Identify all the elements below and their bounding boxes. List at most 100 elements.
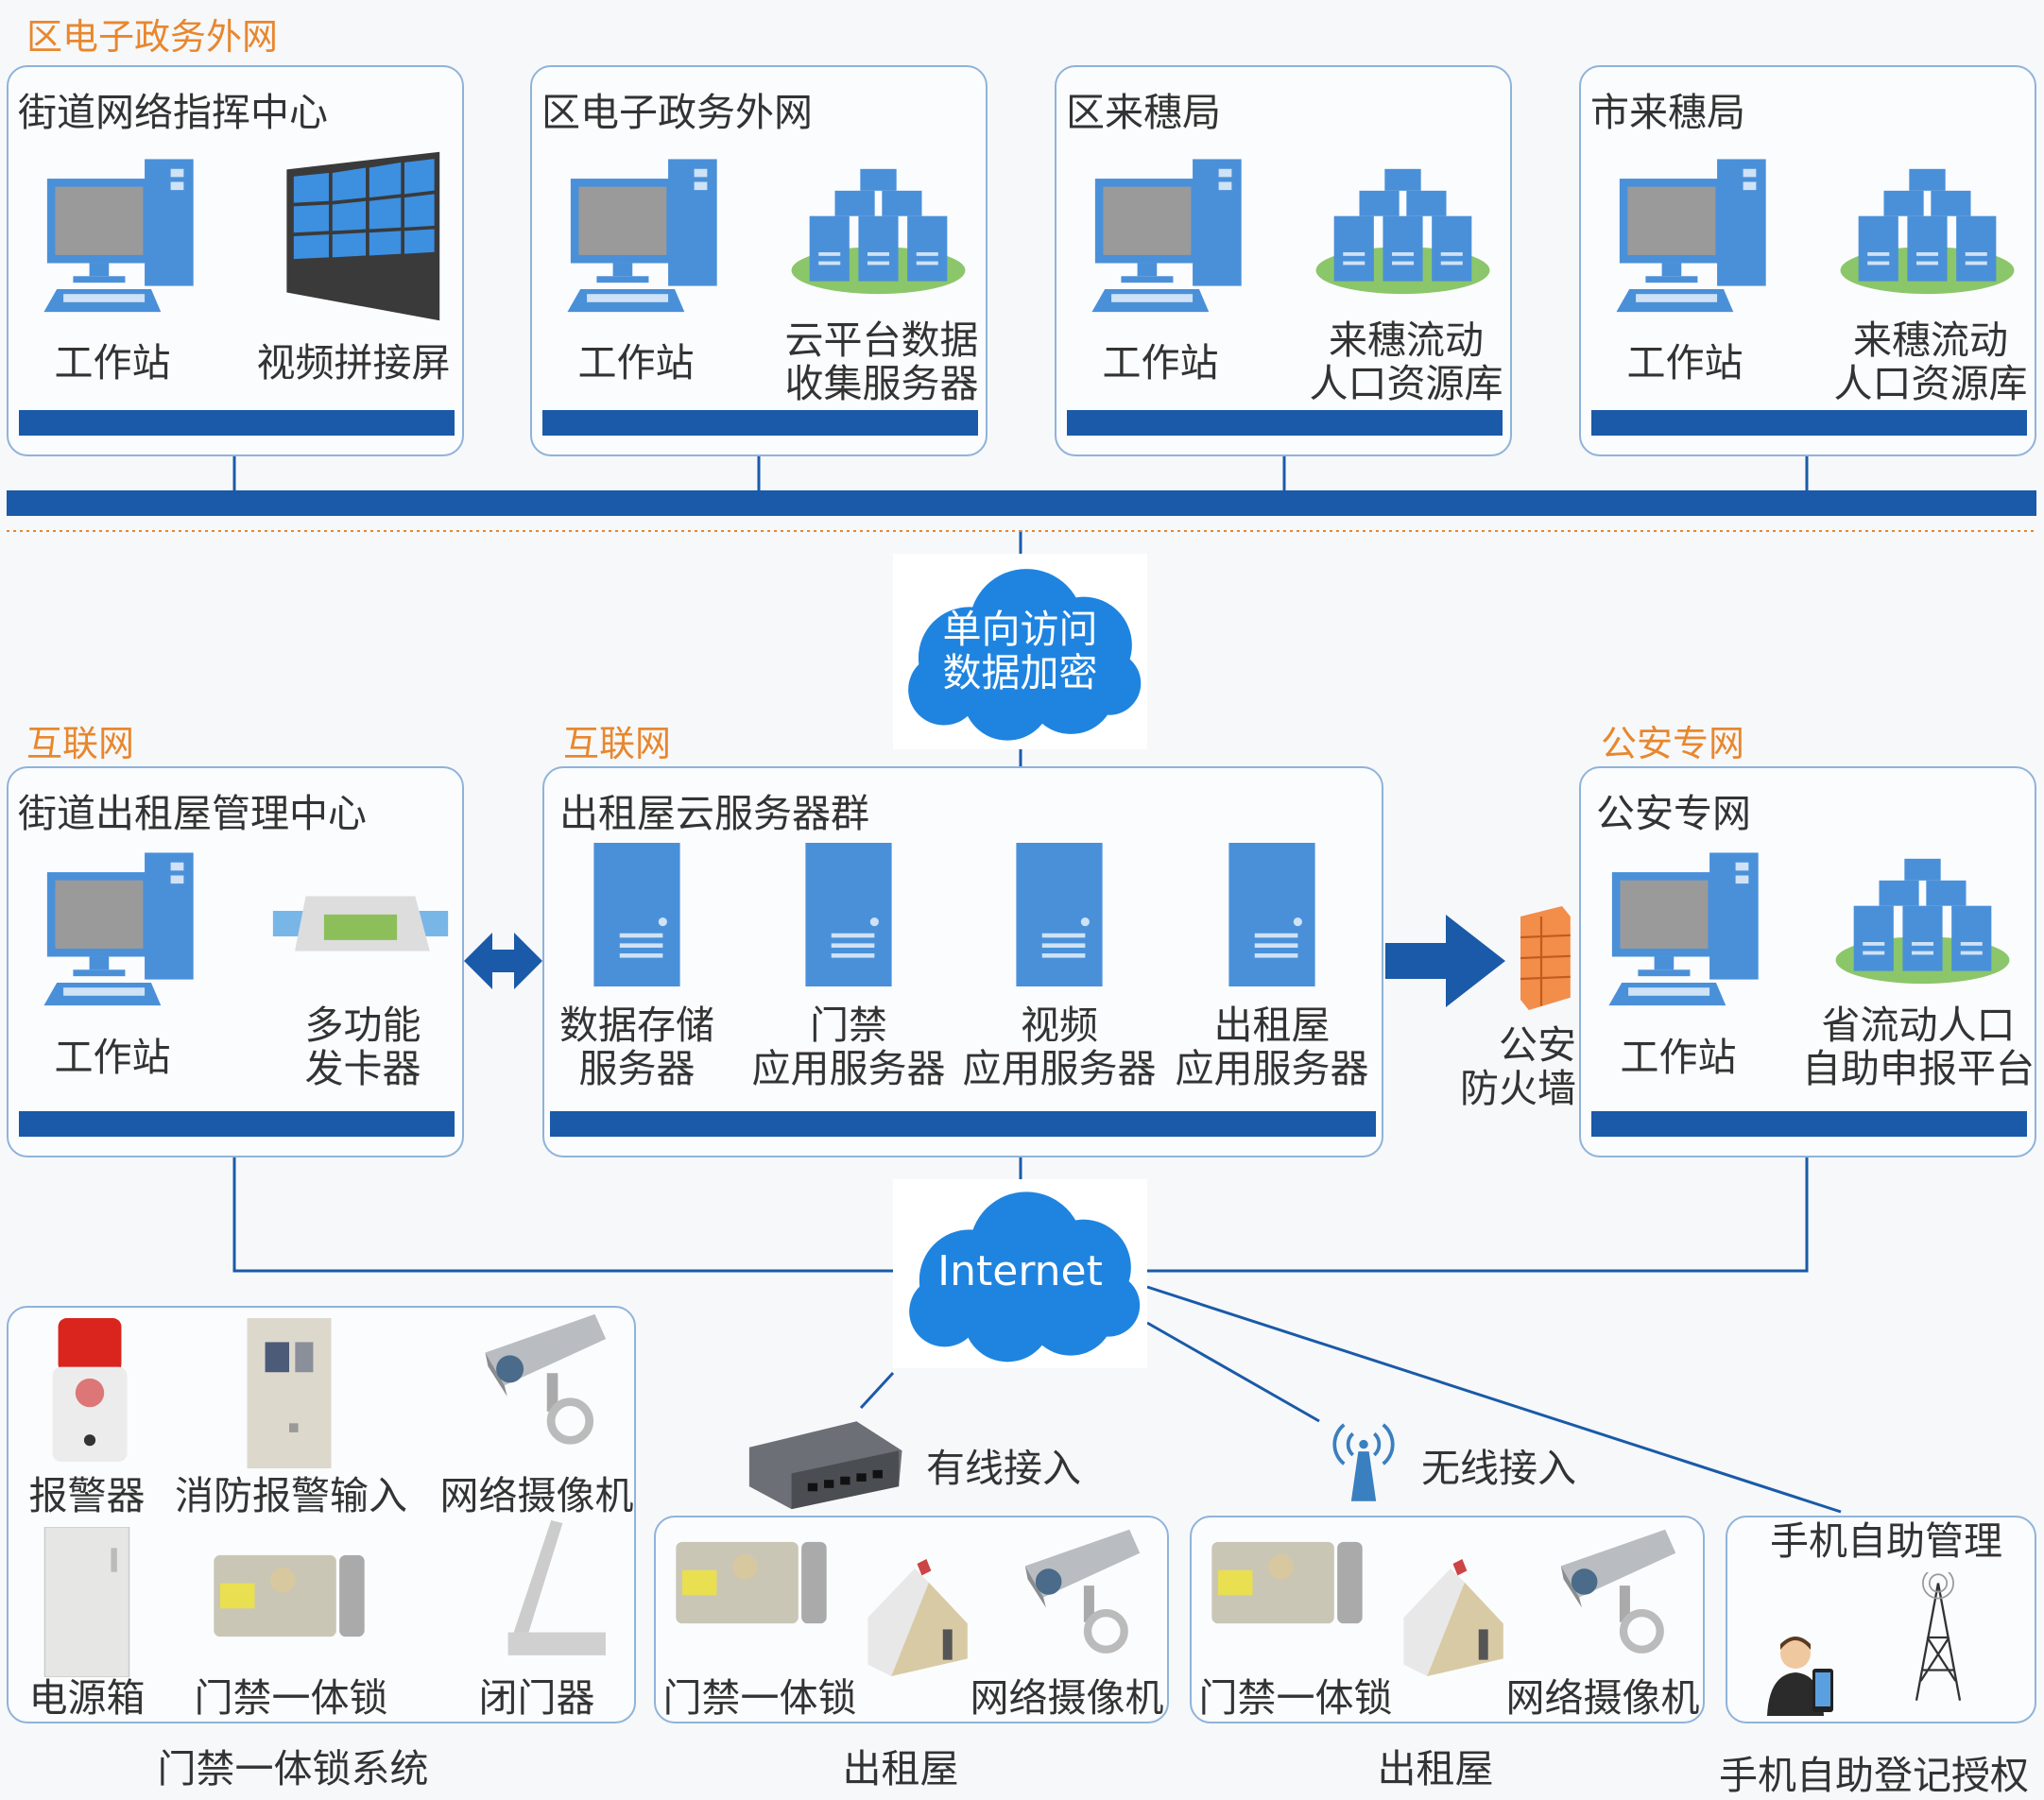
person-phone-icon <box>1761 1631 1860 1716</box>
firewall-icon <box>1508 906 1574 1010</box>
caption-rental: 出租屋 <box>1377 1746 1494 1791</box>
item-label: 视频拼接屏 <box>256 340 451 386</box>
server-icon <box>1228 843 1316 986</box>
box-mobile: 手机自助管理 <box>1726 1516 2036 1723</box>
camera-icon <box>465 1311 615 1449</box>
internet-label: Internet <box>937 1247 1103 1295</box>
box-title: 公安专网 <box>1596 791 1751 836</box>
item-label: 工作站 <box>54 340 171 386</box>
item-label: 门禁一体锁 <box>1198 1675 1393 1721</box>
item-label: 工作站 <box>1626 340 1743 386</box>
house-icon <box>856 1559 973 1676</box>
internet-cloud-icon <box>893 1179 1147 1368</box>
server-icon <box>593 843 681 986</box>
workstation-icon <box>558 156 733 318</box>
door-lock-icon <box>673 1534 830 1632</box>
caption-rental: 出租屋 <box>842 1746 959 1791</box>
server-cluster-icon <box>1312 165 1494 296</box>
item-label: 省流动人口 自助申报平台 <box>1802 1003 2035 1091</box>
wired-access-label: 有线接入 <box>926 1446 1081 1491</box>
box-street-command: 街道网络指挥中心 工作站 视频拼接屏 <box>7 65 464 456</box>
box-title: 手机自助管理 <box>1770 1518 2002 1564</box>
box-rental-wired: 门禁一体锁 网络摄像机 <box>654 1516 1169 1723</box>
item-label: 网络摄像机 <box>970 1675 1164 1721</box>
workstation-icon <box>1082 156 1258 318</box>
power-box-icon <box>28 1527 146 1677</box>
item-label: 网络摄像机 <box>1505 1675 1700 1721</box>
box-title: 区电子政务外网 <box>541 90 813 135</box>
box-city-migrant: 市来穗局 工作站 来穗流动 人口资源库 <box>1579 65 2036 456</box>
cloud-gateway-text: 单向访问 数据加密 <box>942 607 1098 695</box>
door-lock-icon <box>1209 1534 1366 1632</box>
item-label: 电源箱 <box>28 1675 146 1721</box>
door-lock-icon <box>211 1547 368 1645</box>
section-label-top: 区电子政务外网 <box>26 16 279 58</box>
item-label: 消防报警输入 <box>175 1473 407 1518</box>
item-label: 工作站 <box>1620 1035 1737 1080</box>
card-issuer-icon <box>269 878 452 969</box>
item-label: 网络摄像机 <box>439 1473 634 1518</box>
section-label-police: 公安专网 <box>1601 723 1745 764</box>
box-district-migrant: 区来穗局 工作站 来穗流动 人口资源库 <box>1055 65 1512 456</box>
item-label: 视频 应用服务器 <box>962 1003 1157 1091</box>
box-title: 街道网络指挥中心 <box>18 90 328 135</box>
box-title: 区来穗局 <box>1066 90 1221 135</box>
door-closer-icon <box>465 1520 609 1664</box>
item-label: 门禁 应用服务器 <box>751 1003 946 1091</box>
box-title: 街道出租屋管理中心 <box>18 791 367 836</box>
box-rental-management: 街道出租屋管理中心 工作站 多功能 发卡器 <box>7 766 464 1157</box>
server-cluster-icon <box>1836 165 2018 296</box>
alarm-icon <box>41 1318 139 1462</box>
item-label: 出租屋 应用服务器 <box>1175 1003 1369 1091</box>
item-label: 闭门器 <box>478 1675 595 1721</box>
item-label: 工作站 <box>1102 340 1219 386</box>
fire-panel-icon <box>237 1318 341 1468</box>
wireless-access-label: 无线接入 <box>1421 1446 1576 1491</box>
cell-tower-icon <box>1905 1572 1971 1703</box>
box-bus <box>550 1111 1376 1137</box>
item-label: 来穗流动 人口资源库 <box>1833 317 2028 406</box>
item-label: 报警器 <box>28 1473 146 1518</box>
camera-icon <box>1535 1527 1692 1657</box>
server-icon <box>804 843 893 986</box>
camera-icon <box>999 1527 1156 1657</box>
item-label: 门禁一体锁 <box>194 1675 388 1721</box>
switch-icon <box>743 1414 905 1513</box>
item-label: 来穗流动 人口资源库 <box>1309 317 1503 406</box>
server-cluster-icon <box>787 165 970 296</box>
cloud-icon <box>893 554 1147 749</box>
box-title: 出租屋云服务器群 <box>559 791 869 836</box>
workstation-icon <box>34 849 210 1012</box>
caption-mobile: 手机自助登记授权 <box>1719 1753 2029 1798</box>
wifi-antenna-icon <box>1319 1414 1408 1506</box>
server-icon <box>1015 843 1104 986</box>
section-label-internet: 互联网 <box>26 723 135 764</box>
workstation-icon <box>1606 156 1782 318</box>
box-bus <box>19 1111 455 1137</box>
box-bus <box>1067 410 1503 436</box>
item-label: 工作站 <box>54 1035 171 1080</box>
box-bus <box>542 410 978 436</box>
item-label: 多功能 发卡器 <box>304 1003 421 1091</box>
box-bus <box>1591 1111 2027 1137</box>
box-police-network: 公安专网 工作站 省流动人口 自助申报平台 <box>1579 766 2036 1157</box>
item-label: 工作站 <box>577 340 695 386</box>
box-bus <box>19 410 455 436</box>
server-cluster-icon <box>1831 855 2014 986</box>
item-label: 云平台数据 收集服务器 <box>784 317 979 406</box>
item-label: 门禁一体锁 <box>662 1675 857 1721</box>
box-cloud-servers: 出租屋云服务器群 数据存储 服务器 门禁 应用服务器 视频 应用服务器 出租屋 … <box>542 766 1383 1157</box>
video-wall-icon <box>269 148 452 324</box>
box-egov: 区电子政务外网 工作站 云平台数据 收集服务器 <box>530 65 988 456</box>
section-label-internet: 互联网 <box>563 723 672 764</box>
box-title: 市来穗局 <box>1590 90 1745 135</box>
firewall-label: 公安 防火墙 <box>1460 1022 1576 1111</box>
right-arrow-icon <box>1385 915 1505 1007</box>
main-bus <box>7 490 2036 516</box>
workstation-icon <box>34 156 210 318</box>
box-lock-system: 报警器 消防报警输入 网络摄像机 电源箱 门禁一体锁 闭门器 <box>7 1306 636 1723</box>
house-icon <box>1392 1559 1509 1676</box>
workstation-icon <box>1599 849 1775 1012</box>
box-bus <box>1591 410 2027 436</box>
